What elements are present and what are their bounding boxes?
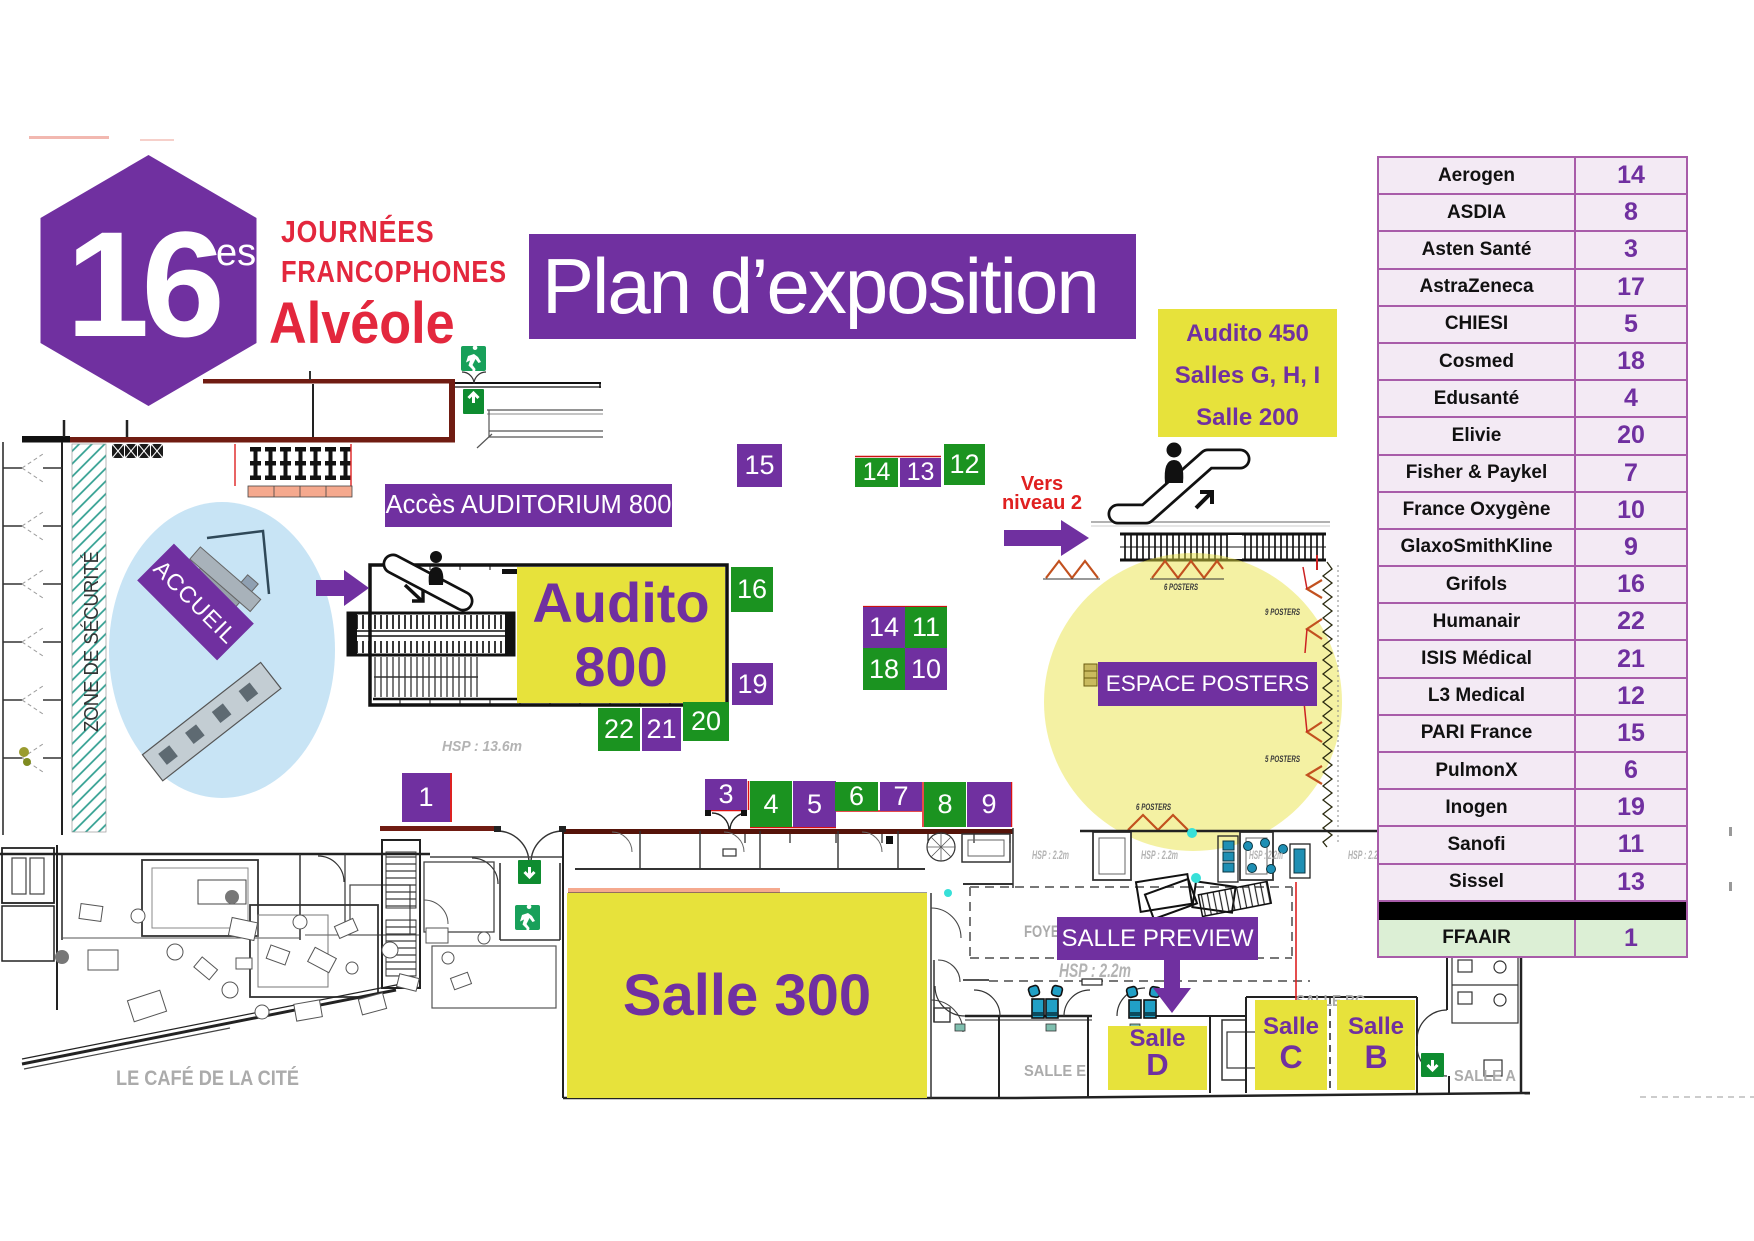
- svg-text:SALLE A: SALLE A: [1454, 1068, 1516, 1085]
- svg-text:ZONE DE SÉCURITÉ: ZONE DE SÉCURITÉ: [80, 551, 103, 732]
- svg-text:6 POSTERS: 6 POSTERS: [1136, 802, 1171, 813]
- svg-text:SALLE E: SALLE E: [1024, 1063, 1086, 1080]
- svg-text:HSP : 2.2m: HSP : 2.2m: [1141, 848, 1178, 862]
- svg-text:LE CAFÉ DE LA CITÉ: LE CAFÉ DE LA CITÉ: [116, 1067, 299, 1090]
- svg-text:9 POSTERS: 9 POSTERS: [1265, 607, 1300, 618]
- svg-text:6 POSTERS: 6 POSTERS: [1164, 582, 1198, 593]
- svg-text:5 POSTERS: 5 POSTERS: [1265, 754, 1300, 765]
- svg-text:HSP : 2.2m: HSP : 2.2m: [1059, 961, 1131, 982]
- svg-text:HSP : 2.2m: HSP : 2.2m: [1249, 848, 1283, 862]
- svg-text:HSP : 2.2m: HSP : 2.2m: [1032, 848, 1069, 862]
- svg-text:HSP : 13.6m: HSP : 13.6m: [442, 738, 522, 755]
- svg-text:HSP : 2.2: HSP : 2.2: [1348, 848, 1378, 862]
